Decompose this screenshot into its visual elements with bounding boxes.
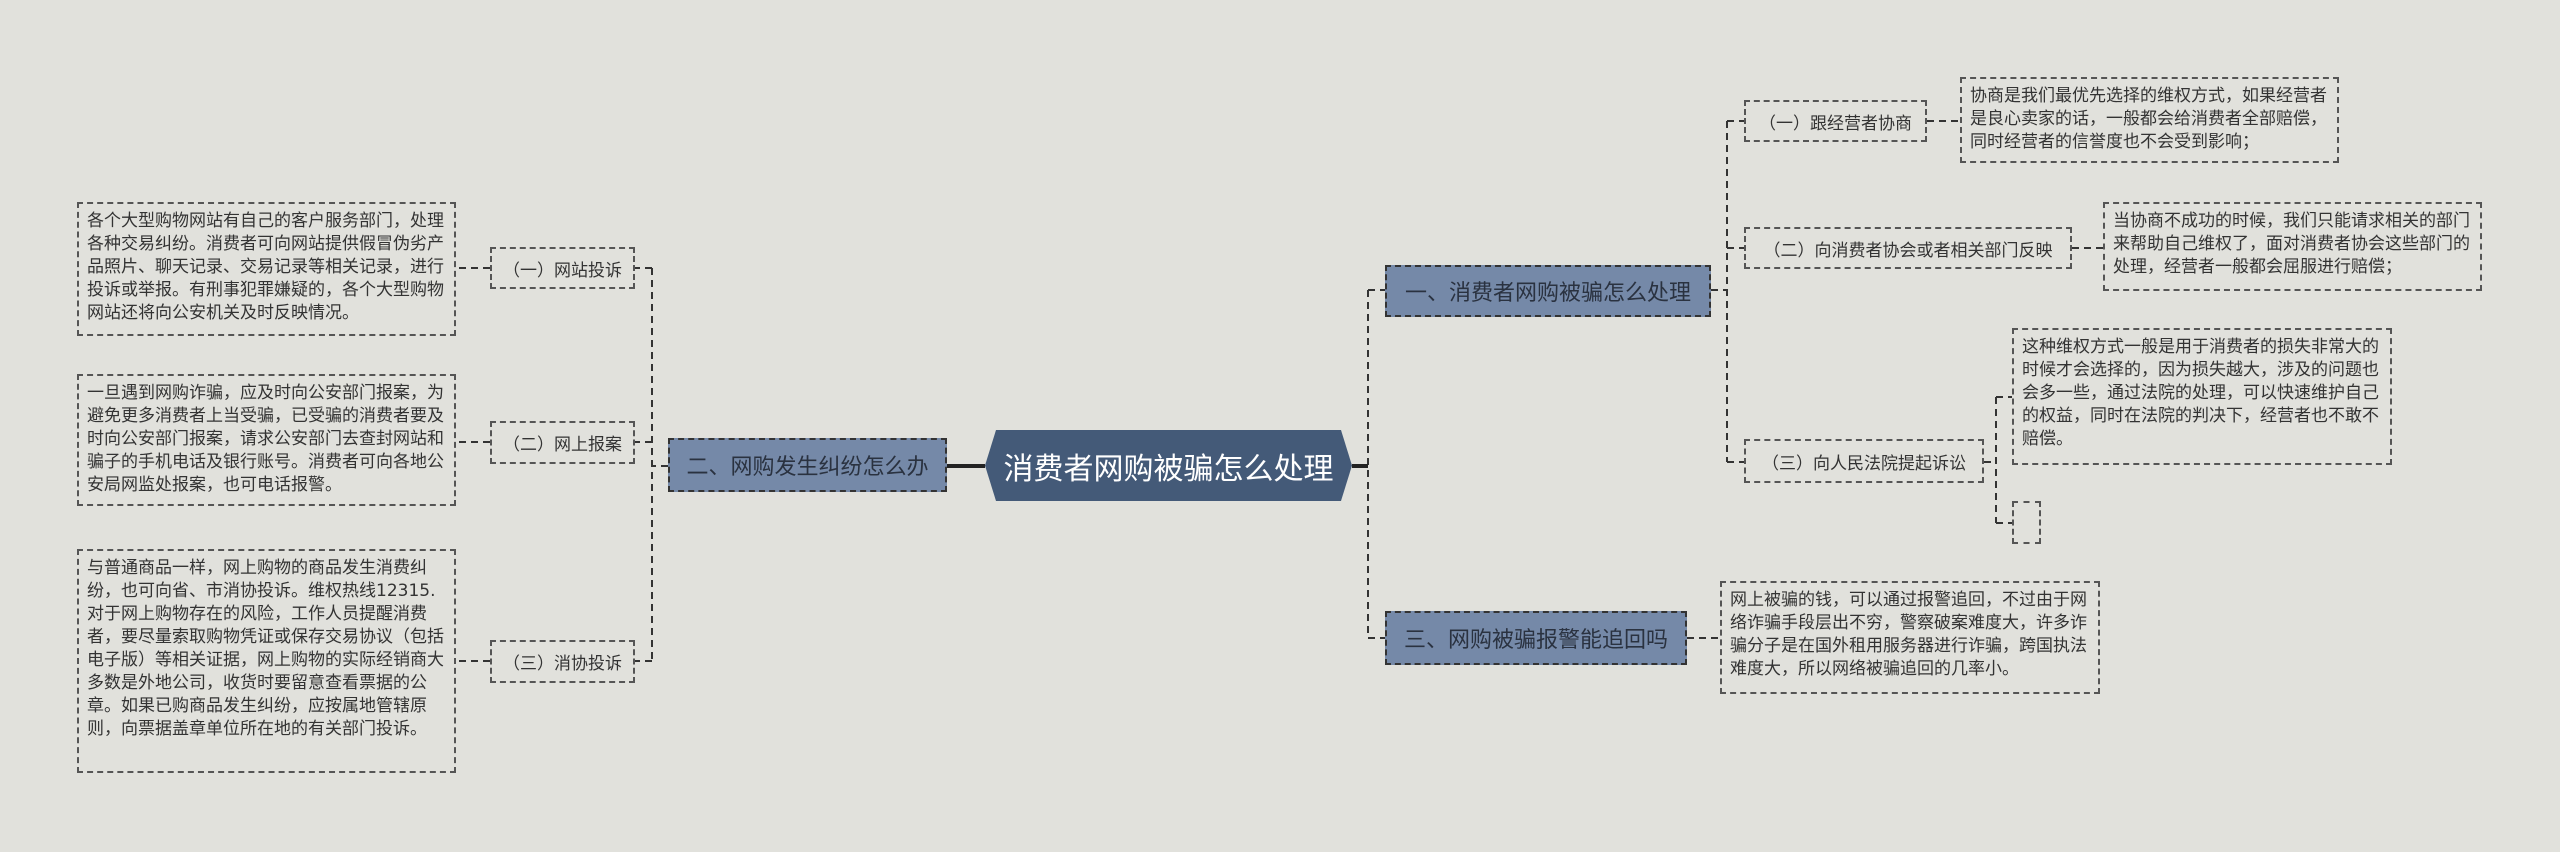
root-node[interactable]: 消费者网购被骗怎么处理: [985, 430, 1352, 501]
sub-node-label: （三）向人民法院提起诉讼: [1762, 453, 1966, 474]
sub-node-label: （二）网上报案: [503, 435, 622, 455]
empty-leaf-node[interactable]: [2012, 501, 2041, 544]
leaf-report-association[interactable]: 当协商不成功的时候，我们只能请求相关的部门来帮助自己维权了，面对消费者协会这些部…: [2103, 202, 2482, 291]
leaf-negotiate[interactable]: 协商是我们最优先选择的维权方式，如果经营者是良心卖家的话，一般都会给消费者全部赔…: [1960, 77, 2339, 163]
leaf-lawsuit[interactable]: 这种维权方式一般是用于消费者的损失非常大的时候才会选择的，因为损失越大，涉及的问…: [2012, 328, 2392, 465]
sub-node-online-report[interactable]: （二）网上报案: [490, 421, 635, 464]
leaf-consumer-association[interactable]: 与普通商品一样，网上购物的商品发生消费纠纷，也可向省、市消协投诉。维权热线123…: [77, 549, 456, 773]
sub-node-lawsuit[interactable]: （三）向人民法院提起诉讼: [1744, 439, 1984, 483]
branch-three-label: 三、网购被骗报警能追回吗: [1403, 628, 1668, 653]
branch-one-node[interactable]: 一、消费者网购被骗怎么处理: [1385, 265, 1711, 317]
branch-one-label: 一、消费者网购被骗怎么处理: [1404, 281, 1691, 306]
sub-node-consumer-association[interactable]: （三）消协投诉: [490, 640, 635, 683]
sub-node-label: （一）网站投诉: [503, 260, 622, 281]
branch-two-node[interactable]: 二、网购发生纠纷怎么办: [668, 438, 947, 492]
branch-two-label: 二、网购发生纠纷怎么办: [686, 455, 929, 480]
sub-node-website-complaint[interactable]: （一）网站投诉: [490, 247, 635, 289]
sub-node-report-association[interactable]: （二）向消费者协会或者相关部门反映: [1744, 227, 2072, 269]
leaf-police-recovery[interactable]: 网上被骗的钱，可以通过报警追回，不过由于网络诈骗手段层出不穷，警察破案难度大，许…: [1720, 581, 2100, 694]
leaf-online-report[interactable]: 一旦遇到网购诈骗，应及时向公安部门报案，为避免更多消费者上当受骗，已受骗的消费者…: [77, 374, 456, 506]
sub-node-label: （一）跟经营者协商: [1759, 113, 1912, 134]
leaf-website-complaint[interactable]: 各个大型购物网站有自己的客户服务部门，处理各种交易纠纷。消费者可向网站提供假冒伪…: [77, 202, 456, 336]
sub-node-negotiate[interactable]: （一）跟经营者协商: [1744, 100, 1927, 142]
root-label: 消费者网购被骗怎么处理: [1003, 451, 1334, 487]
branch-three-node[interactable]: 三、网购被骗报警能追回吗: [1385, 611, 1687, 665]
sub-node-label: （三）消协投诉: [503, 654, 622, 674]
sub-node-label: （二）向消费者协会或者相关部门反映: [1763, 240, 2053, 261]
